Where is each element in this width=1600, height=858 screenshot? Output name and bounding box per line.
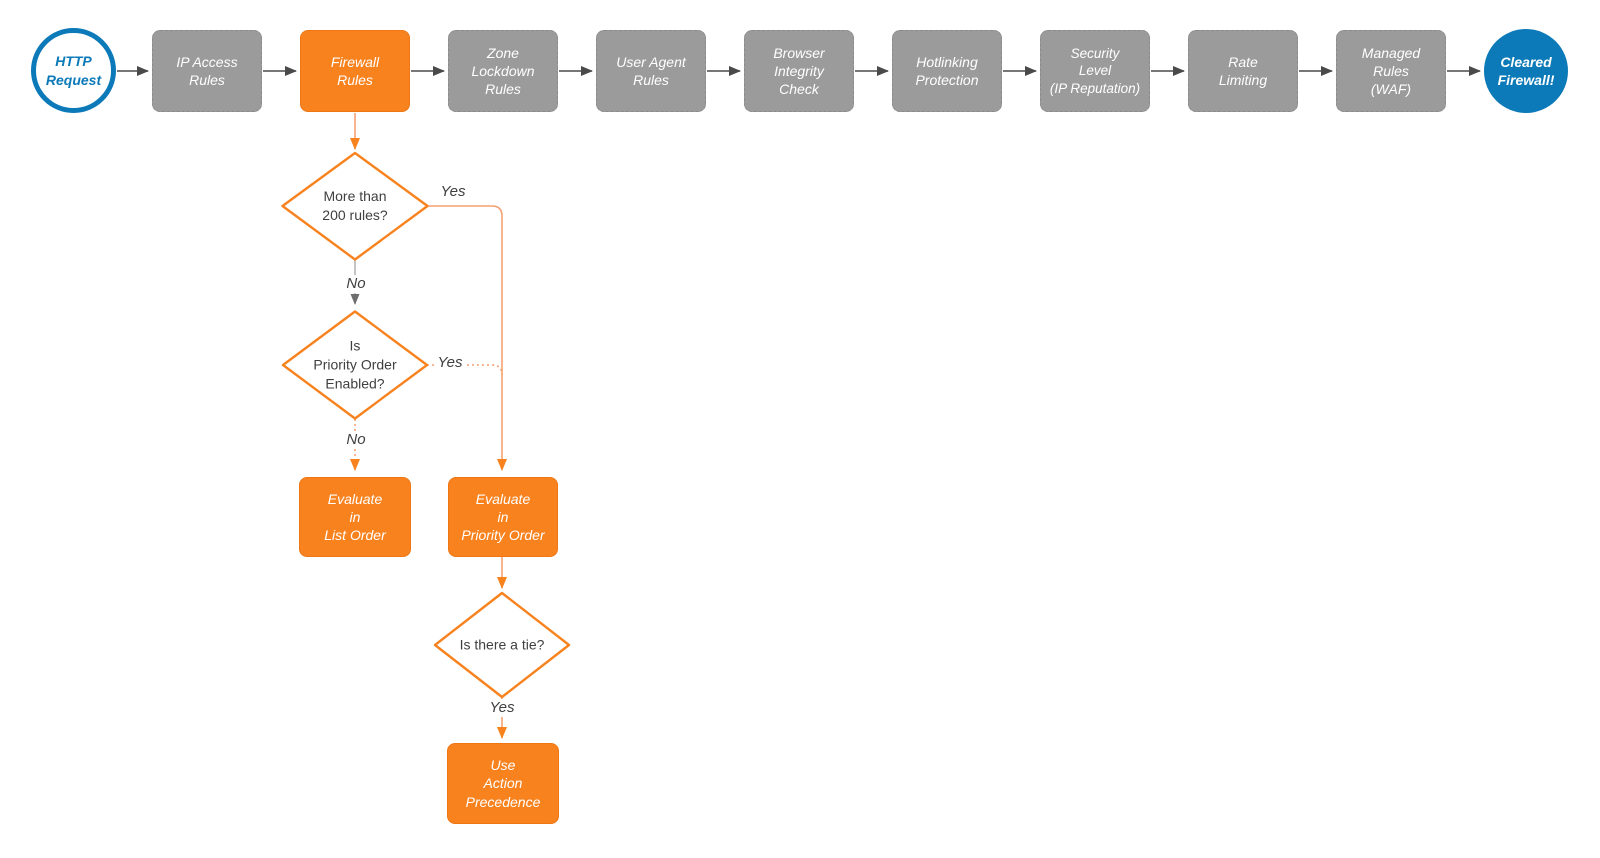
node-cleared-firewall: Cleared Firewall! <box>1484 29 1568 113</box>
node-user-agent-rules: User Agent Rules <box>596 30 706 112</box>
node-firewall-rules: Firewall Rules <box>300 30 410 112</box>
node-use-action-precedence: Use Action Precedence <box>447 743 559 824</box>
edge-d1-yes-to-priority-order <box>427 205 507 471</box>
node-zone-lockdown-rules: Zone Lockdown Rules <box>448 30 558 112</box>
node-ip-access-rules: IP Access Rules <box>152 30 262 112</box>
diamond-label-priority-order-enabled: Is Priority Order Enabled? <box>313 337 397 392</box>
edge-label-d1-yes: Yes <box>437 183 469 201</box>
node-evaluate-in-priority-order: Evaluate in Priority Order <box>448 477 558 557</box>
node-security-level-ip-reputation: Security Level (IP Reputation) <box>1040 30 1150 112</box>
edge-label-d2-no: No <box>343 431 369 449</box>
node-hotlinking-protection: Hotlinking Protection <box>892 30 1002 112</box>
edge-label-d3-yes: Yes <box>486 699 518 717</box>
node-managed-rules-waf: Managed Rules (WAF) <box>1336 30 1446 112</box>
node-browser-integrity-check: Browser Integrity Check <box>744 30 854 112</box>
diamond-label-is-there-a-tie: Is there a tie? <box>459 636 545 653</box>
node-evaluate-in-list-order: Evaluate in List Order <box>299 477 411 557</box>
decision-diamonds <box>281 151 571 699</box>
node-http-request: HTTP Request <box>31 28 116 113</box>
diamond-label-more-than-200-rules: More than 200 rules? <box>322 188 388 223</box>
edge-label-d1-no: No <box>343 275 369 293</box>
edge-label-d2-yes: Yes <box>434 354 466 372</box>
node-rate-limiting: Rate Limiting <box>1188 30 1298 112</box>
